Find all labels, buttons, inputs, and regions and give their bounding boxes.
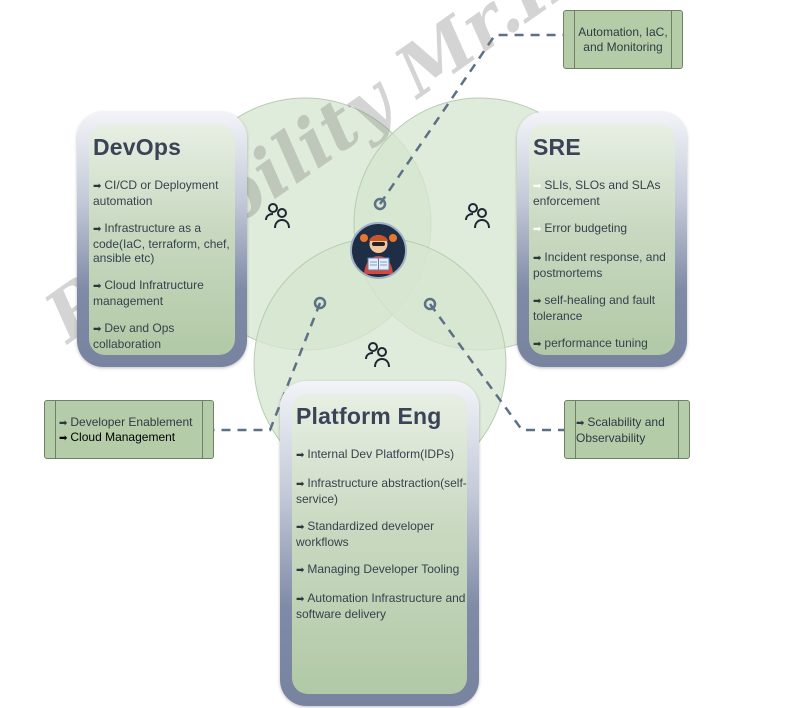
connector-left: [214, 302, 322, 432]
devops-card: DevOps ➡CI/CD or Deployment automation ➡…: [77, 112, 247, 367]
sre-card-inner: [529, 124, 675, 355]
connector-top: [378, 33, 566, 205]
tag-line: ➡Developer Enablement: [59, 415, 193, 429]
platform-card: Platform Eng ➡Internal Dev Platform(IDPs…: [280, 381, 479, 706]
list-item: ➡Cloud Infratructure management: [93, 278, 204, 308]
list-item: ➡Managing Developer Tooling: [296, 562, 460, 576]
arrow-right-icon: ➡: [93, 324, 102, 335]
devops-item-list: ➡CI/CD or Deployment automation ➡Infrast…: [93, 178, 239, 364]
arrow-right-icon: ➡: [93, 281, 102, 292]
platform-title: Platform Eng: [296, 403, 442, 429]
devops-card-inner: [89, 124, 235, 355]
arrow-right-icon: ➡: [296, 522, 305, 533]
list-item: ➡Standardized developer workflows: [296, 519, 435, 549]
arrow-right-icon: ➡: [533, 339, 542, 350]
arrow-right-icon: ➡: [93, 181, 102, 192]
people-icon: [365, 342, 390, 368]
people-icon: [465, 203, 490, 229]
arrow-right-icon: ➡: [59, 418, 68, 429]
list-item: ➡SLIs, SLOs and SLAs enforcement: [533, 178, 661, 208]
arrow-right-icon: ➡: [296, 594, 305, 605]
arrow-right-icon: ➡: [296, 479, 305, 490]
arrow-right-icon: ➡: [296, 565, 305, 576]
center-logo-avatar: [350, 222, 407, 279]
list-item: ➡Incident response, and postmortems: [533, 250, 666, 280]
platform-card-inner: [292, 393, 467, 694]
arrow-right-icon: ➡: [533, 224, 542, 235]
tag-automation: Automation, IaC, and Monitoring: [563, 10, 683, 69]
connectors: [214, 33, 566, 432]
sre-title: SRE: [533, 134, 581, 160]
list-item: ➡Error budgeting: [533, 221, 628, 235]
connector-endpoints: [313, 197, 437, 311]
tag-scalability: ➡Scalability and Observability: [564, 400, 690, 459]
list-item: ➡self-healing and fault tolerance: [533, 293, 656, 323]
arrow-right-icon: ➡: [576, 418, 585, 429]
platform-item-list: ➡Internal Dev Platform(IDPs) ➡Infrastruc…: [296, 447, 468, 634]
list-item: ➡Dev and Ops collaboration: [93, 321, 175, 351]
arrow-right-icon: ➡: [533, 296, 542, 307]
list-item: ➡CI/CD or Deployment automation: [93, 178, 219, 208]
tag-line: ➡Cloud Management: [59, 430, 176, 444]
arrow-right-icon: ➡: [59, 433, 68, 444]
people-icon: [265, 203, 290, 229]
endpoint-top: [373, 197, 387, 211]
list-item: ➡performance tuning: [533, 336, 648, 350]
list-item: ➡Infrastructure as a code(IaC, terraform…: [93, 221, 230, 265]
connector-right: [428, 303, 566, 432]
arrow-right-icon: ➡: [533, 181, 542, 192]
arrow-right-icon: ➡: [296, 450, 305, 461]
avatar-illustration: [352, 224, 405, 277]
sre-item-list: ➡SLIs, SLOs and SLAs enforcement ➡Error …: [533, 178, 679, 365]
tag-automation-label: Automation, IaC, and Monitoring: [578, 25, 668, 54]
endpoint-left: [313, 296, 327, 310]
list-item: ➡Internal Dev Platform(IDPs): [296, 447, 455, 461]
tag-line: ➡Scalability and Observability: [576, 415, 665, 445]
list-item: ➡Automation Infrastructure and software …: [296, 591, 466, 621]
tag-developer-enablement: ➡Developer Enablement ➡Cloud Management: [44, 400, 214, 459]
arrow-right-icon: ➡: [533, 253, 542, 264]
devops-title: DevOps: [93, 134, 182, 160]
sre-card: SRE ➡SLIs, SLOs and SLAs enforcement ➡Er…: [517, 112, 687, 367]
arrow-right-icon: ➡: [93, 224, 102, 235]
endpoint-right: [423, 297, 437, 311]
list-item: ➡Infrastructure abstraction(self-service…: [296, 476, 467, 506]
